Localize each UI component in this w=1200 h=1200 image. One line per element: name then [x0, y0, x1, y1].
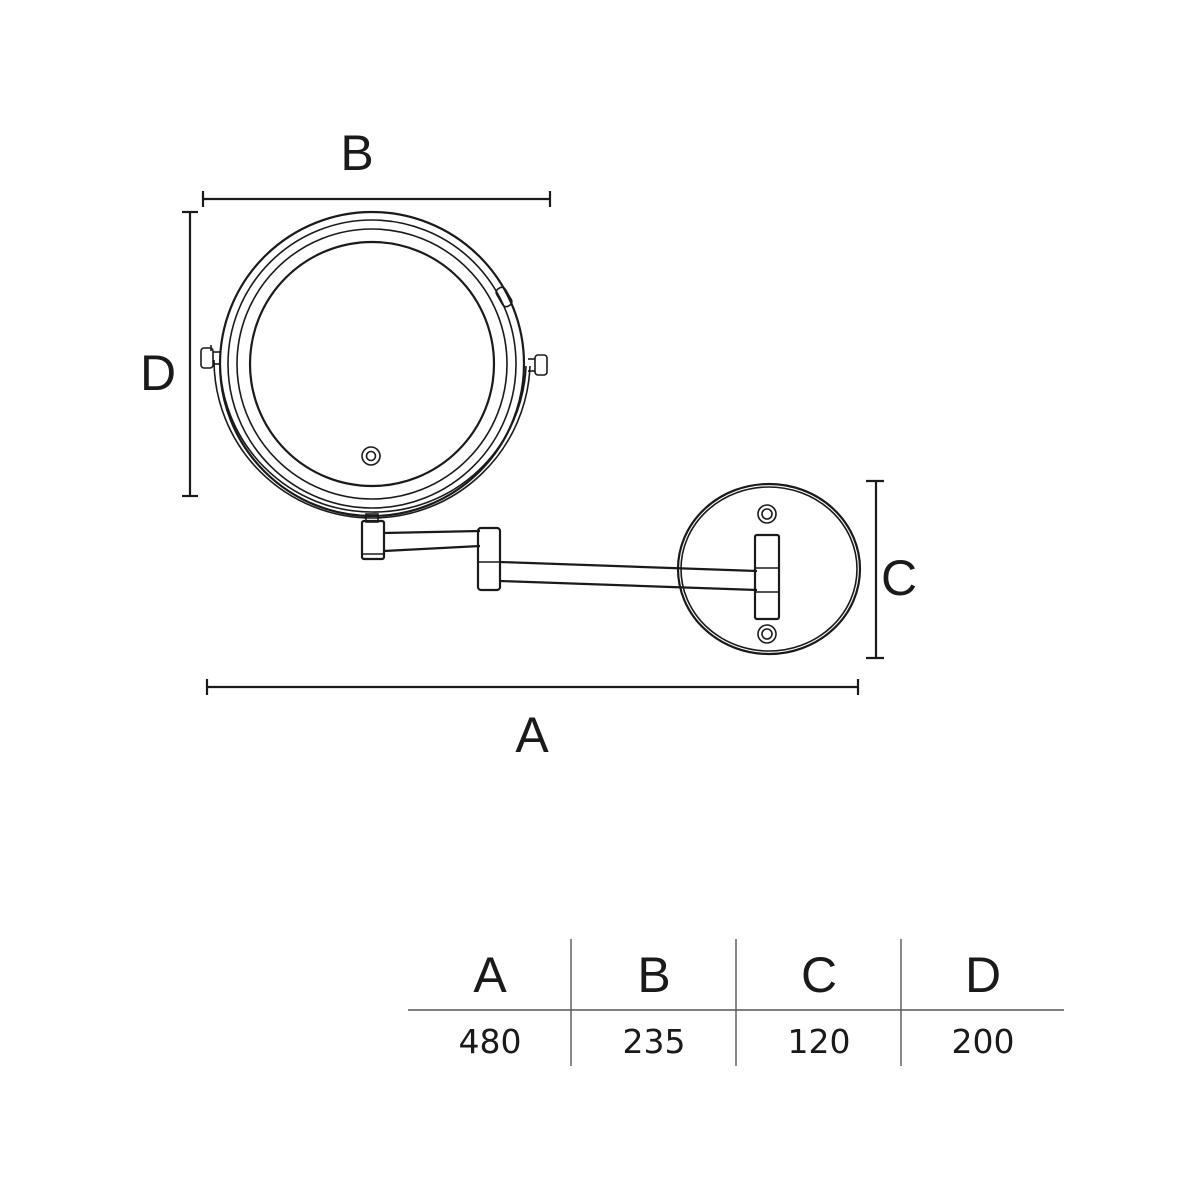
- right-pivot-knob: [528, 354, 548, 376]
- first-joint: [360, 519, 386, 561]
- dimension-b: B: [201, 125, 552, 207]
- dimension-a-label: A: [515, 707, 549, 763]
- table-header-a: A: [473, 947, 507, 1003]
- mirror-glass: [248, 240, 496, 488]
- top-screw-icon: [757, 504, 777, 524]
- dimension-a: A: [205, 679, 860, 763]
- table-header-d: D: [965, 947, 1001, 1003]
- elbow-joint: [476, 526, 502, 592]
- table-header-c: C: [801, 947, 837, 1003]
- dimension-d: D: [140, 210, 198, 498]
- touch-button-icon: [361, 446, 381, 466]
- table-value-d: 200: [952, 1022, 1015, 1061]
- dimension-d-label: D: [140, 345, 176, 401]
- dimension-c-label: C: [881, 550, 917, 606]
- mirror-head: [200, 210, 548, 523]
- table-value-b: 235: [623, 1022, 686, 1061]
- rim-switch: [495, 286, 513, 308]
- wall-plate: [676, 482, 862, 656]
- table-value-c: 120: [788, 1022, 851, 1061]
- wall-plate-outer: [676, 482, 862, 656]
- mirror-yoke: [213, 359, 531, 519]
- bottom-screw-icon: [757, 624, 777, 644]
- dimension-b-label: B: [340, 125, 373, 181]
- left-pivot-knob: [200, 345, 220, 369]
- table-value-a: 480: [459, 1022, 522, 1061]
- mirror-outer-ring: [218, 210, 526, 518]
- dimension-table: A B C D 480 235 120 200: [408, 939, 1064, 1066]
- wall-mount-post: [753, 533, 781, 621]
- dimension-c: C: [866, 479, 917, 660]
- swing-arm: [360, 519, 758, 592]
- table-header-b: B: [637, 947, 670, 1003]
